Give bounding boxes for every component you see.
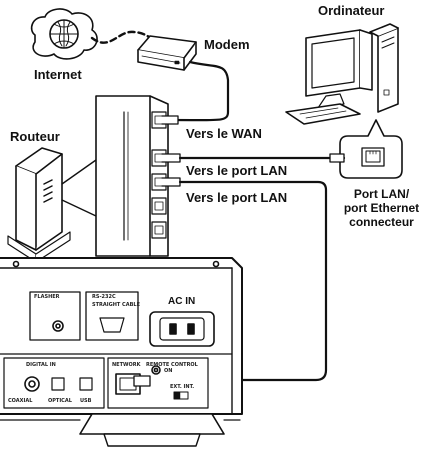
label-internet: Internet [34,67,82,82]
label-pc-lan-port-line1: Port LAN/ [353,187,410,201]
computer-icon [285,23,399,125]
label-modem: Modem [204,37,250,52]
modem-icon [137,35,197,71]
device-rear-panel [0,257,243,447]
label-pc-lan-port-line2: port Ethernet [343,200,420,215]
panel-label-ext-int: EXT. INT. [170,384,194,390]
panel-label-network: NETWORK [112,362,142,368]
router-zoom-callout [61,159,97,217]
pc-ethernet-port-icon [361,147,385,167]
label-pc-lan-port-line3: connecteur [349,214,414,229]
panel-label-flasher: FLASHER [34,294,60,300]
wan-cable [168,60,230,122]
panel-label-remote-control: REMOTE CONTROL [146,362,199,368]
panel-label-rs232c: RS-232C [92,294,116,300]
panel-label-ac-in: AC IN [168,296,195,307]
internet-globe-icon [30,8,98,60]
label-to-wan: Vers le WAN [186,126,262,141]
label-computer: Ordinateur [318,3,385,18]
lan-cable-to-device [144,180,328,382]
label-router: Routeur [10,129,60,144]
panel-label-optical: OPTICAL [48,398,73,404]
label-to-lan-1: Vers le port LAN [186,163,288,178]
router-port-panel [95,95,181,257]
panel-label-coaxial: COAXIAL [8,398,33,404]
panel-label-usb: USB [80,398,92,404]
label-to-lan-2: Vers le port LAN [186,190,288,205]
panel-label-on: ON [164,368,172,374]
panel-label-rs232c-sub: STRAIGHT CABLE [92,302,141,308]
router-icon [7,147,71,263]
panel-label-digital-in: DIGITAL IN [26,362,56,368]
label-pc-lan-port: Port LAN/ port Ethernet connecteur [334,187,429,229]
